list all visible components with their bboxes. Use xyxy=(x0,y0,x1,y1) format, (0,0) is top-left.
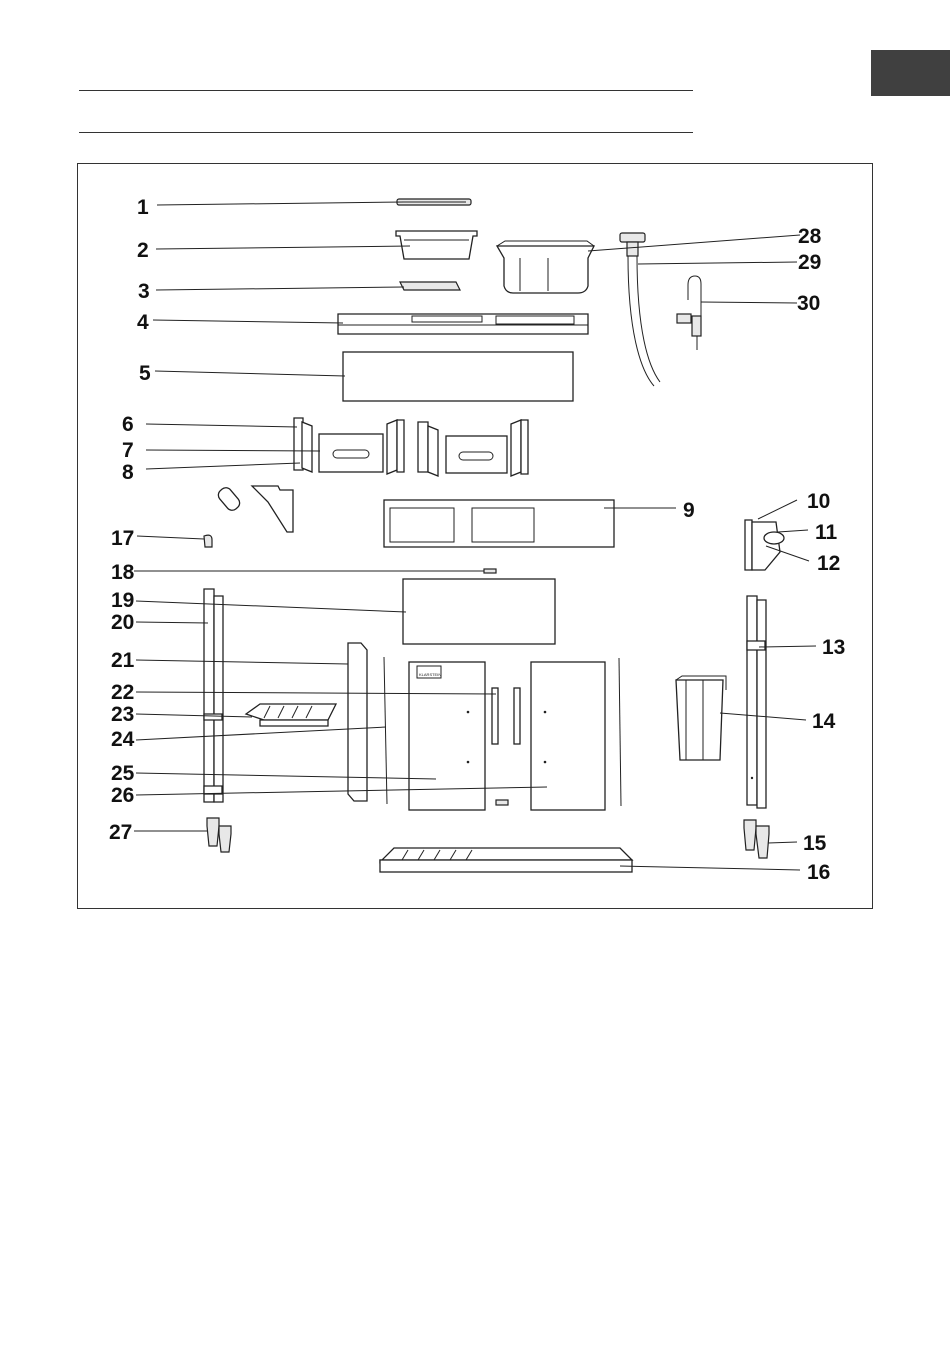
callout-18: 18 xyxy=(111,561,135,584)
part-29-drain-hose xyxy=(620,233,660,386)
callout-17: 17 xyxy=(111,527,134,550)
part-4-worktop xyxy=(338,314,588,334)
callout-20: 20 xyxy=(111,611,134,634)
part-2-container xyxy=(396,231,477,259)
callout-4: 4 xyxy=(137,311,149,334)
callout-1: 1 xyxy=(137,196,149,219)
callout-30: 30 xyxy=(797,292,820,315)
part-19-top-panel xyxy=(403,579,555,644)
part-9-cabinet-frame xyxy=(384,500,614,547)
part-24-strip xyxy=(384,657,387,804)
callout-6: 6 xyxy=(122,413,134,436)
part-6-7-8-bracket-assemblies xyxy=(294,418,528,476)
callout-24: 24 xyxy=(111,728,135,751)
callout-11: 11 xyxy=(815,521,838,544)
callout-14: 14 xyxy=(812,710,836,733)
callout-7: 7 xyxy=(122,439,134,462)
callout-28: 28 xyxy=(798,225,822,248)
part-28-sink-basin xyxy=(497,241,594,293)
part-25-left-door: KLARSTEIN xyxy=(409,662,485,810)
part-17-clip xyxy=(204,535,212,547)
callout-19: 19 xyxy=(111,589,134,612)
callout-8: 8 xyxy=(122,461,134,484)
part-10-11-12-side-bracket xyxy=(745,520,784,570)
callout-15: 15 xyxy=(803,832,827,855)
callout-9: 9 xyxy=(683,499,695,522)
part-hinge-pieces xyxy=(216,485,293,532)
callout-2: 2 xyxy=(137,239,149,262)
part-13-right-leg-frame xyxy=(747,596,766,808)
callout-26: 26 xyxy=(111,784,134,807)
part-30-faucet xyxy=(677,276,701,350)
part-27-casters xyxy=(207,818,231,852)
part-16-bottom-shelf xyxy=(380,848,632,872)
callout-16: 16 xyxy=(807,861,830,884)
part-18-pin xyxy=(484,569,496,573)
callout-29: 29 xyxy=(798,251,821,274)
callout-13: 13 xyxy=(822,636,845,659)
callout-10: 10 xyxy=(807,490,830,513)
callout-22: 22 xyxy=(111,681,134,704)
callout-23: 23 xyxy=(111,703,134,726)
brand-label: KLARSTEIN xyxy=(419,672,441,677)
part-15-casters xyxy=(744,820,769,858)
part-23-shelf-slats xyxy=(246,704,336,726)
part-1-lid xyxy=(397,199,471,205)
part-5-back-panel xyxy=(343,352,573,401)
part-20-left-leg-frame xyxy=(204,589,223,802)
part-14-corner-panel xyxy=(676,676,726,760)
part-22-handles xyxy=(492,688,520,744)
callout-27: 27 xyxy=(109,821,132,844)
callout-5: 5 xyxy=(139,362,151,385)
part-right-strip xyxy=(619,658,621,806)
callout-12: 12 xyxy=(817,552,840,575)
callout-21: 21 xyxy=(111,649,135,672)
part-3-tray xyxy=(400,282,460,290)
callout-25: 25 xyxy=(111,762,135,785)
callout-3: 3 xyxy=(138,280,150,303)
